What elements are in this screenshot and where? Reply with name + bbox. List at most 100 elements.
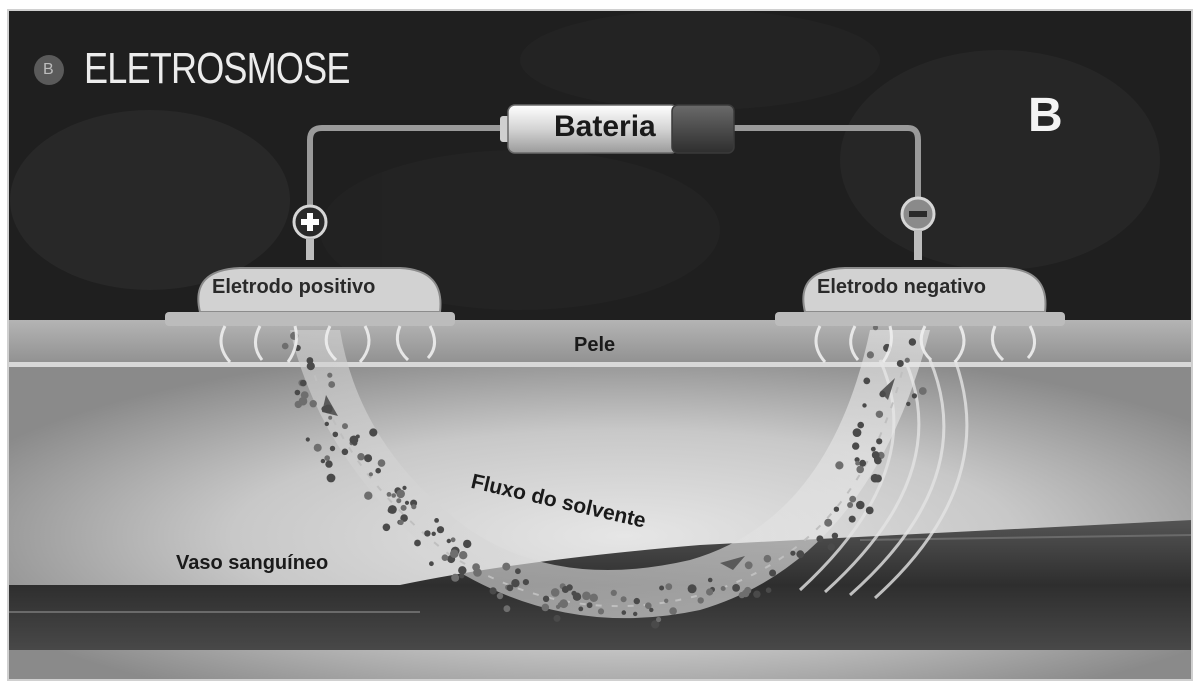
negative-electrode-label: Eletrodo negativo (817, 276, 986, 298)
solvent-particle (790, 550, 796, 556)
solvent-particle (306, 357, 314, 364)
solvent-particle (873, 474, 882, 483)
solvent-particle (357, 453, 365, 461)
solvent-particle (396, 489, 406, 499)
solvent-particle (349, 435, 359, 445)
solvent-particle (323, 404, 333, 414)
solvent-particle (744, 586, 752, 595)
solvent-particle (325, 460, 333, 468)
solvent-particle (862, 403, 867, 408)
solvent-particle (414, 539, 421, 547)
solvent-particle (856, 465, 864, 474)
solvent-particle (633, 611, 638, 617)
solvent-particle (342, 423, 348, 430)
solvent-particle (355, 434, 360, 439)
solvent-particle (707, 577, 713, 583)
solvent-particle (732, 584, 740, 592)
solvent-particle (651, 620, 660, 629)
solvent-particle (559, 599, 569, 609)
solvent-particle (515, 568, 521, 575)
solvent-particle (328, 415, 333, 420)
solvent-particles (281, 325, 927, 629)
positive-terminal (292, 204, 328, 260)
solvent-particle (402, 485, 407, 490)
solvent-particle (597, 608, 605, 615)
solvent-particle (324, 455, 331, 461)
solvent-particle (503, 605, 511, 613)
solvent-particle (835, 461, 844, 470)
solvent-particle (765, 587, 772, 593)
solvent-particle (506, 584, 514, 592)
solvent-particle (589, 593, 598, 602)
solvent-particle (459, 573, 465, 579)
solvent-particle (857, 421, 864, 429)
solvent-particle (511, 579, 520, 588)
solvent-particle (621, 610, 627, 615)
solvent-particle (824, 518, 833, 527)
solvent-particle (847, 502, 854, 508)
solvent-particle (429, 561, 434, 567)
solvent-particle (852, 442, 860, 450)
solvent-particle (848, 515, 856, 523)
solvent-particle (541, 603, 550, 612)
background-texture (10, 10, 1160, 310)
solvent-particle (309, 400, 317, 408)
skin-boundary-line (8, 362, 1192, 367)
solvent-particle (904, 357, 910, 363)
solvent-particle (906, 401, 911, 407)
solvent-particle (582, 591, 591, 601)
solvent-particle (441, 554, 449, 561)
solvent-particle (306, 362, 315, 371)
solvent-particle (404, 500, 410, 505)
solvent-particle (496, 592, 504, 600)
solvent-particle (364, 454, 373, 463)
solvent-particle (870, 446, 876, 452)
solvent-particle (706, 588, 714, 596)
solvent-particle (489, 587, 497, 595)
solvent-particle (391, 493, 397, 498)
solvent-particle (876, 438, 883, 445)
solvent-particle (649, 607, 654, 613)
solvent-particle (364, 491, 373, 500)
solvent-particle (434, 518, 439, 523)
solvent-particle (450, 549, 459, 558)
solvent-particle (753, 590, 761, 598)
solvent-particle (879, 390, 886, 398)
solvent-particle (866, 351, 875, 359)
solvent-particle (332, 431, 339, 438)
solvent-particle (697, 597, 704, 604)
solvent-particle (908, 338, 917, 346)
solvent-particle (863, 377, 871, 385)
solvent-particle (388, 505, 397, 514)
solvent-particle (472, 563, 480, 571)
solvent-particle (918, 387, 927, 395)
solvent-particle (326, 473, 336, 483)
solvent-particle (450, 537, 456, 543)
solvent-particle (411, 504, 417, 510)
solvent-particle (763, 554, 772, 563)
solvent-particle (633, 597, 640, 605)
solvent-particle (555, 604, 561, 609)
solvent-particle (298, 396, 308, 406)
solvent-particle (586, 602, 593, 609)
solvent-particle (436, 526, 445, 534)
solvent-particle (324, 421, 329, 427)
solvent-particle (687, 584, 697, 594)
solvent-particle (833, 506, 840, 512)
solvent-particle (911, 393, 918, 399)
solvent-particle (313, 443, 322, 452)
solvent-particle (852, 428, 862, 437)
solvent-particle (328, 381, 336, 388)
solvent-particle (550, 588, 560, 597)
solvent-particle (865, 506, 874, 515)
solvent-particle (856, 500, 865, 510)
solvent-flow-path (309, 359, 906, 608)
solvent-particle (400, 504, 407, 511)
solvent-particle (738, 591, 746, 599)
solvent-particle (871, 451, 880, 459)
solvent-particle (542, 595, 550, 602)
positive-electrode (165, 267, 455, 363)
solvent-particle (831, 532, 839, 539)
